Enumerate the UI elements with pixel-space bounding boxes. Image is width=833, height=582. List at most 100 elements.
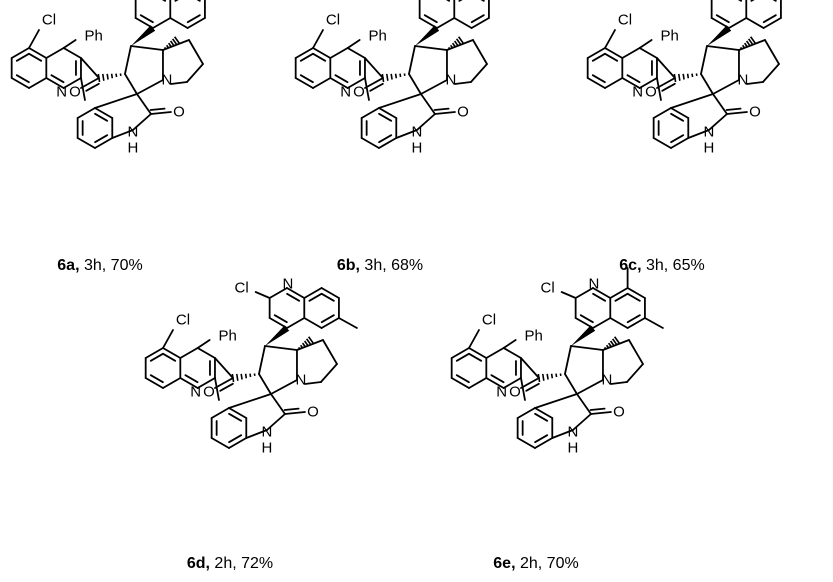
- phenyl-label: Ph: [218, 328, 236, 345]
- methyl-bond-pos-6: [644, 317, 664, 329]
- bond-to-chloro: [312, 29, 324, 49]
- bond: [738, 39, 766, 51]
- hash-line: [173, 36, 180, 44]
- ring-bond: [450, 377, 470, 389]
- spiro-core: ON: [645, 36, 780, 101]
- double-bond-inner: [149, 107, 166, 111]
- ring-bond: [592, 287, 612, 299]
- caption-6a: 6a, 3h, 70%: [57, 257, 142, 274]
- bond: [270, 379, 298, 395]
- hashed-bond-bridgehead: [297, 336, 314, 350]
- hash-line: [106, 73, 109, 80]
- ring-bond: [28, 47, 48, 59]
- hash-line: [301, 342, 306, 348]
- bond: [270, 393, 286, 415]
- double-bond-inner: [762, 14, 777, 24]
- hash-line: [741, 44, 746, 49]
- ring-bond: [10, 47, 30, 59]
- lactam-oxygen: O: [749, 104, 761, 121]
- hash-line: [537, 373, 541, 383]
- double-bond-inner: [320, 292, 335, 302]
- bond: [111, 129, 134, 139]
- double-bond-inner: [312, 52, 327, 62]
- bond: [304, 381, 322, 385]
- double-bond-inner: [184, 374, 199, 384]
- yield: 65%: [668, 257, 704, 274]
- bond: [136, 93, 152, 115]
- double-bond-inner: [139, 14, 154, 24]
- bond: [572, 413, 592, 431]
- ring-bond: [162, 347, 182, 359]
- ring-bond: [621, 77, 641, 89]
- wedge-bond-quinoline: [414, 25, 440, 46]
- double-bond-inner: [299, 52, 314, 62]
- caption-comma: ,: [664, 257, 668, 274]
- double-bond-inner: [228, 434, 243, 444]
- amide-hydrogen: H: [412, 140, 423, 157]
- bond: [130, 45, 164, 51]
- double-bond-inner: [579, 314, 594, 324]
- bond: [628, 339, 644, 365]
- double-bond-inner: [626, 292, 641, 302]
- bond-to-phenyl: [62, 39, 77, 49]
- bond: [395, 129, 418, 139]
- double-bond-inner: [614, 292, 629, 302]
- quinoline-right: NCl: [235, 276, 358, 346]
- pyrrolizidine-nitrogen: N: [162, 72, 173, 89]
- bond-to-chloro: [468, 329, 480, 349]
- ring-bond: [94, 137, 114, 149]
- compound-id: 6a: [57, 257, 75, 274]
- reaction-time: 3h: [360, 257, 382, 274]
- wedge-bond-quinoline: [264, 325, 290, 346]
- pyrrolizidine-nitrogen: N: [602, 372, 613, 389]
- ring-bond: [745, 17, 765, 29]
- ring-bond: [320, 287, 340, 299]
- ring-bond: [468, 377, 488, 389]
- double-bond-inner: [591, 74, 606, 84]
- bond: [408, 73, 422, 95]
- hash-line: [739, 46, 743, 50]
- bond: [564, 345, 572, 375]
- double-bond-inner: [626, 314, 641, 324]
- quinoline-nitrogen-left: N: [190, 384, 201, 401]
- ring-bond: [728, 17, 748, 29]
- bond: [446, 39, 474, 51]
- hash-line: [455, 38, 462, 45]
- double-bond-inner: [534, 412, 549, 422]
- ring-bond: [294, 47, 314, 59]
- bond: [564, 373, 578, 395]
- double-bond-inner: [445, 0, 451, 2]
- hash-line: [550, 373, 554, 379]
- hash-line: [605, 344, 610, 349]
- ring-bond: [196, 347, 216, 359]
- bond: [420, 93, 436, 115]
- caption-6b: 6b, 3h, 68%: [337, 257, 423, 274]
- chloro-label-left: Cl: [176, 312, 190, 329]
- compound-id: 6c: [619, 257, 637, 274]
- carbonyl-bond: [656, 77, 676, 89]
- ring-bond: [502, 347, 522, 359]
- double-bond-inner: [750, 0, 755, 2]
- hash-line: [611, 338, 618, 345]
- ring-bond: [516, 437, 536, 449]
- hash-line: [240, 373, 243, 380]
- hash-line: [546, 373, 549, 380]
- bond: [186, 63, 204, 83]
- hash-line: [305, 338, 312, 345]
- bond: [420, 79, 448, 95]
- bond: [762, 63, 780, 83]
- ring-bond: [534, 437, 554, 449]
- double-bond-inner: [591, 52, 606, 62]
- hash-line: [607, 342, 612, 348]
- methyl-bond-pos-6: [338, 317, 358, 329]
- ring-bond: [609, 287, 629, 299]
- ring-bond: [94, 107, 114, 119]
- chloro-label-left: Cl: [326, 12, 340, 29]
- ring-bond: [670, 107, 690, 119]
- quinoline-right: NCl: [541, 267, 664, 346]
- hash-line: [231, 373, 235, 383]
- ring-bond: [604, 77, 624, 89]
- compound-id: 6e: [493, 555, 511, 572]
